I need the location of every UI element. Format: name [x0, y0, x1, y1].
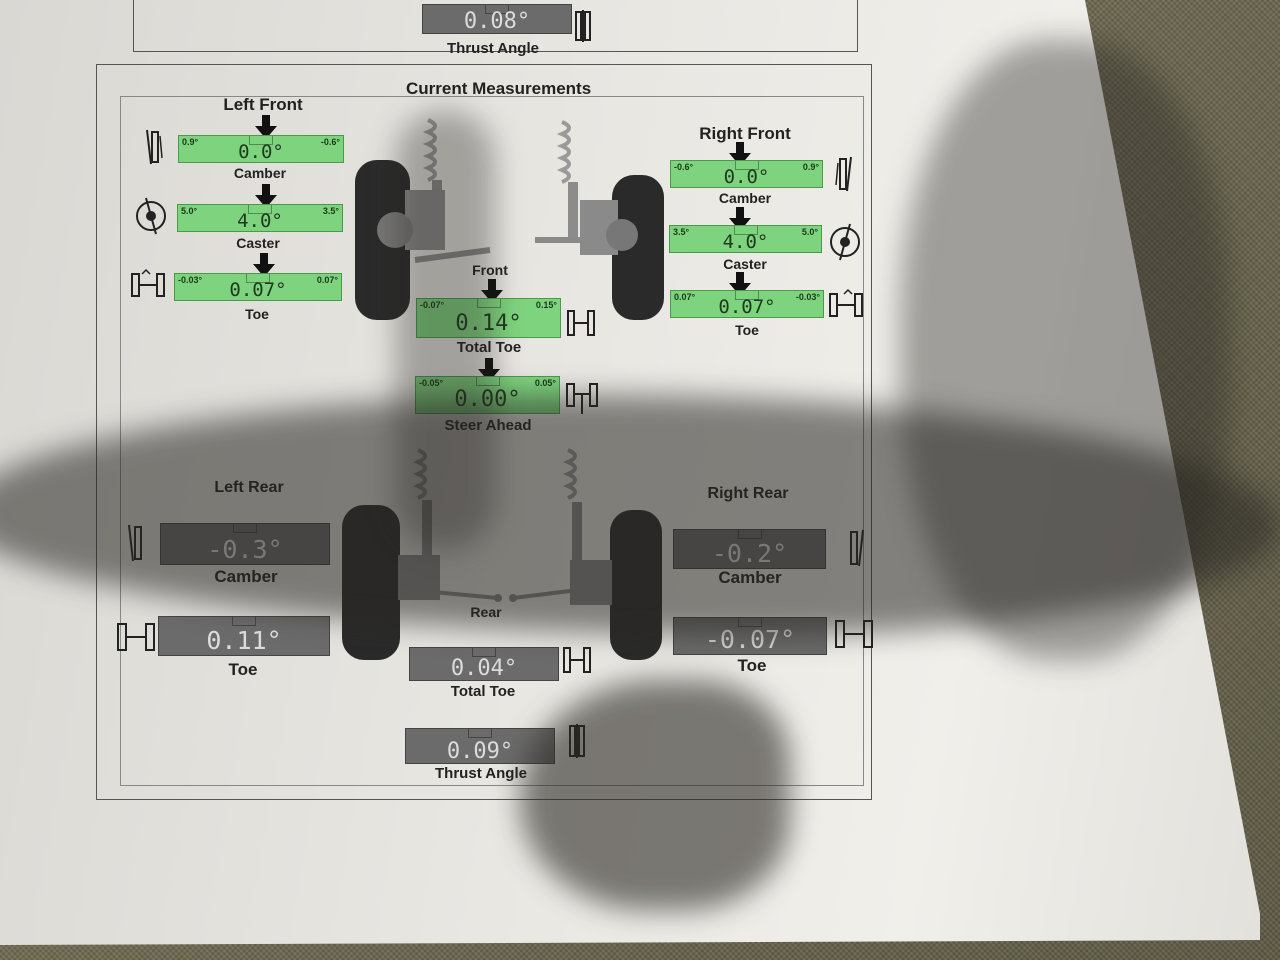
top-thrust-angle-gauge: 0.08°: [422, 4, 572, 34]
rear-total-toe-gauge: 0.04°: [409, 647, 559, 681]
caster-icon: [830, 223, 860, 261]
rear-total-toe-label: Total Toe: [450, 683, 516, 700]
gauge-notch: [472, 648, 496, 657]
right-front-caster-label: Caster: [723, 256, 767, 272]
right-front-toe-value: 0.07°: [718, 296, 776, 318]
left-front-toe-value: 0.07°: [229, 279, 287, 301]
right-rear-toe-gauge: -0.07°: [673, 617, 827, 655]
gauge-notch: [248, 205, 272, 214]
front-label: Front: [472, 262, 508, 278]
steer-ahead-label: Steer Ahead: [444, 417, 532, 434]
toe-icon: [117, 623, 155, 651]
gauge-notch: [735, 291, 759, 300]
gauge-notch: [733, 226, 758, 235]
left-front-toe-gauge: -0.03° 0.07° 0.07°: [174, 273, 342, 301]
left-front-caster-label: Caster: [236, 235, 280, 251]
right-rear-camber-label: Camber: [718, 568, 782, 587]
left-rear-toe-value: 0.11°: [206, 626, 282, 655]
gauge-notch: [485, 5, 509, 14]
left-front-caster-value: 4.0°: [237, 210, 283, 232]
left-front-toe-label: Toe: [245, 306, 269, 322]
left-front-camber-label: Camber: [233, 165, 287, 181]
thrust-angle-icon: [575, 10, 591, 42]
right-front-camber-gauge: -0.6° 0.9° 0.0°: [670, 160, 823, 188]
gauge-notch: [246, 274, 270, 283]
rear-thrust-angle-label: Thrust Angle: [435, 765, 527, 782]
rear-thrust-angle-value: 0.09°: [446, 739, 514, 764]
camber-icon: [146, 129, 163, 165]
rear-thrust-angle-gauge: 0.09°: [405, 728, 555, 764]
left-rear-camber-label: Camber: [214, 567, 278, 586]
rear-total-toe-value: 0.04°: [450, 656, 518, 681]
front-total-toe-value: 0.14°: [455, 311, 522, 336]
right-front-caster-gauge: 3.5° 5.0° 4.0°: [669, 225, 822, 253]
left-rear-toe-label: Toe: [228, 660, 258, 679]
gauge-notch: [233, 524, 257, 533]
right-front-toe-label: Toe: [735, 322, 759, 338]
camber-icon: [835, 156, 852, 192]
left-front-camber-value: 0.0°: [238, 141, 284, 163]
thrust-angle-icon: [569, 724, 585, 758]
rear-label: Rear: [470, 604, 502, 620]
left-rear-camber-gauge: -0.3°: [160, 523, 330, 565]
camber-icon: [128, 524, 142, 562]
front-total-toe-label: Total Toe: [456, 339, 522, 356]
caster-icon: [136, 197, 166, 235]
gauge-notch: [734, 161, 759, 170]
rear-suspension-illustration: [342, 448, 662, 660]
right-front-caster-value: 4.0°: [722, 231, 769, 253]
right-front-camber-label: Camber: [718, 190, 772, 206]
right-rear-camber-gauge: -0.2°: [673, 529, 826, 569]
left-front-caster-gauge: 5.0° 3.5° 4.0°: [177, 204, 343, 232]
left-rear-heading: Left Rear: [214, 479, 284, 496]
top-thrust-angle-value: 0.08°: [463, 9, 531, 34]
right-rear-camber-value: -0.2°: [711, 539, 788, 568]
gauge-notch: [475, 377, 500, 386]
toe-icon: [829, 288, 863, 317]
right-rear-toe-value: -0.07°: [704, 625, 796, 654]
front-total-toe-gauge: -0.07° 0.15° 0.14°: [416, 298, 561, 338]
gauge-notch: [476, 299, 501, 308]
gauge-notch: [249, 136, 273, 145]
left-rear-toe-gauge: 0.11°: [158, 616, 330, 656]
top-section-frame: [133, 0, 858, 52]
camber-icon: [850, 529, 864, 567]
steer-ahead-value: 0.00°: [454, 387, 521, 412]
toe-icon: [835, 620, 873, 648]
total-toe-icon: [567, 310, 595, 336]
gauge-notch: [468, 729, 492, 738]
left-rear-camber-value: -0.3°: [207, 535, 283, 564]
left-front-camber-gauge: 0.9° -0.6° 0.0°: [178, 135, 344, 163]
top-thrust-angle-label: Thrust Angle: [447, 40, 539, 57]
left-front-heading: Left Front: [223, 95, 303, 114]
right-front-camber-value: 0.0°: [723, 166, 770, 188]
right-front-heading: Right Front: [699, 124, 791, 143]
steer-ahead-icon: [566, 383, 598, 414]
front-suspension-illustration: [355, 118, 664, 320]
total-toe-icon: [563, 647, 591, 673]
right-rear-toe-label: Toe: [737, 656, 767, 675]
steer-ahead-gauge: -0.05° 0.05° 0.00°: [415, 376, 560, 414]
right-rear-heading: Right Rear: [707, 485, 789, 502]
page-title: Current Measurements: [406, 79, 592, 98]
toe-icon: [131, 268, 165, 297]
right-front-toe-gauge: 0.07° -0.03° 0.07°: [670, 290, 824, 318]
